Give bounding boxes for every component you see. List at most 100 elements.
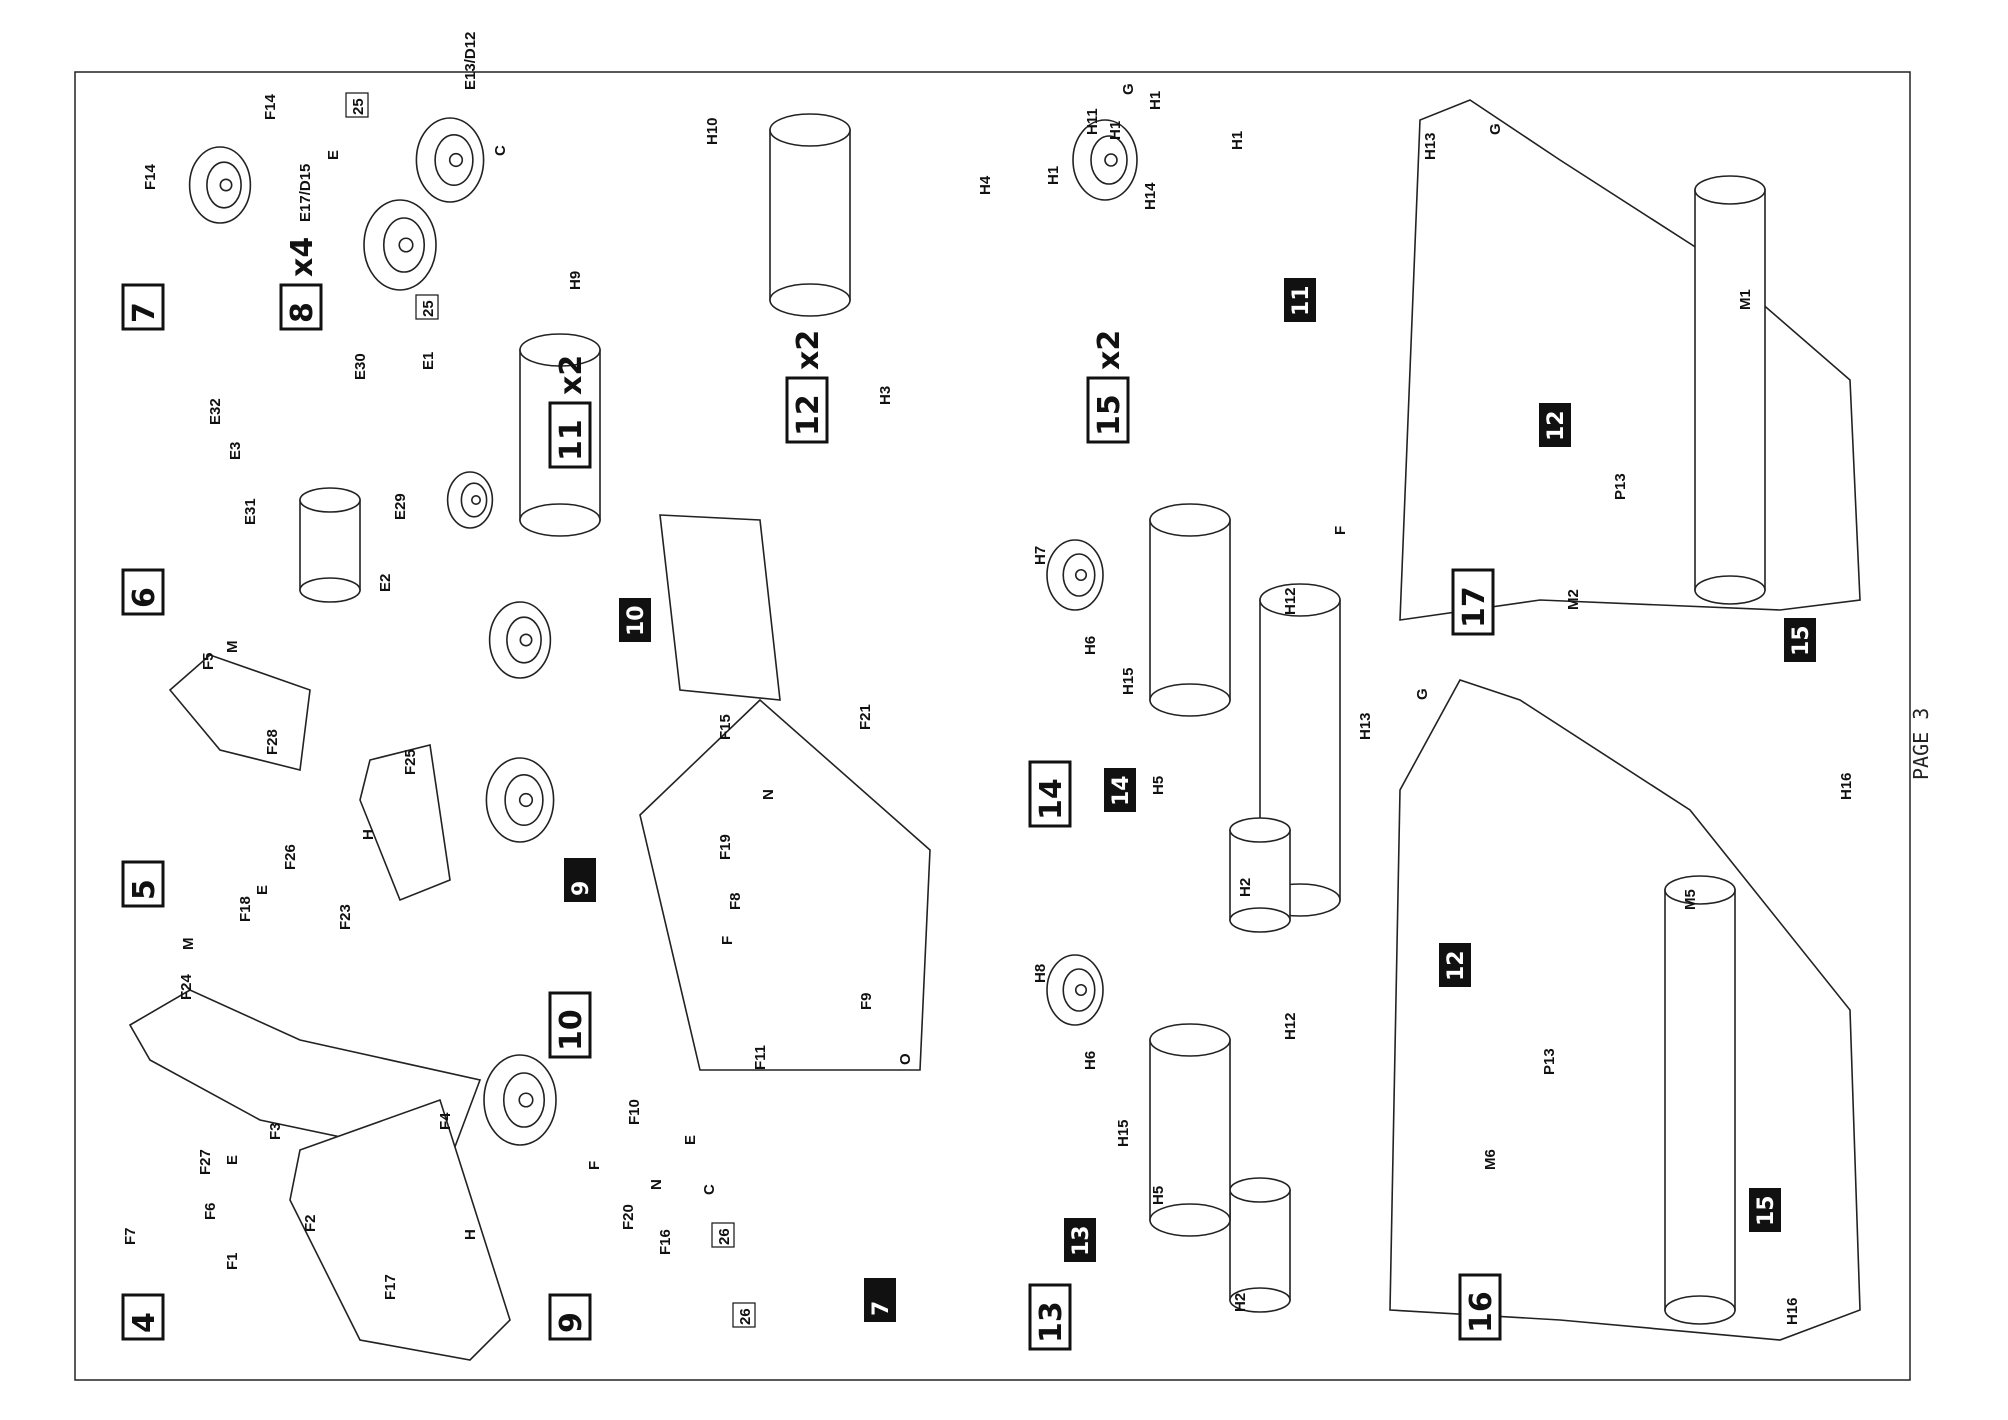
step-number-box — [1086, 376, 1130, 444]
part-label: F28 — [264, 729, 281, 755]
part-label: C — [701, 1184, 718, 1195]
part-label: F7 — [122, 1227, 139, 1245]
subassembly-ref-number: 10 — [624, 605, 649, 636]
part-label: F24 — [178, 973, 195, 1000]
part-label: N — [760, 789, 777, 800]
part-drawing — [1389, 679, 1861, 1341]
part-label: E — [682, 1135, 699, 1145]
part-label: H13 — [1422, 132, 1439, 160]
part-label: F18 — [237, 896, 254, 922]
part-drawing — [1399, 99, 1861, 621]
part-label: G — [1120, 83, 1137, 95]
part-label: M — [224, 641, 241, 654]
part-label: F15 — [717, 714, 734, 740]
step-number: 16 — [1464, 1291, 1499, 1333]
part-label: H9 — [567, 271, 584, 290]
step-number: 8 — [285, 302, 320, 323]
part-label: M5 — [1682, 889, 1699, 910]
part-label: H8 — [1032, 964, 1049, 983]
subassembly-ref: 14 — [1104, 768, 1136, 812]
part-label: H1 — [1229, 131, 1246, 150]
part-drawing — [1664, 875, 1736, 1325]
part-label: F11 — [752, 1045, 769, 1070]
part-label: H16 — [1838, 772, 1855, 800]
subassembly-ref-number: 14 — [1109, 775, 1134, 806]
part-label: E32 — [207, 398, 224, 425]
part-label: F5 — [200, 652, 217, 670]
part-label: C — [492, 145, 509, 156]
step-number-box — [121, 1293, 165, 1341]
step-number: 6 — [127, 587, 162, 608]
decal-number: 26 — [737, 1308, 754, 1325]
subassembly-ref-number: 9 — [569, 881, 594, 896]
part-label: M1 — [1737, 289, 1754, 310]
wheel-drawing — [188, 146, 252, 224]
part-label: F19 — [717, 834, 734, 860]
part-drawing — [1229, 1177, 1291, 1313]
part-label: H2 — [1237, 878, 1254, 897]
step-number-box — [121, 568, 165, 616]
subassembly-ref-number: 11 — [1289, 285, 1314, 316]
part-drawing — [359, 744, 451, 902]
assembly-drawings — [128, 99, 1861, 1361]
wheel-drawing — [415, 117, 485, 203]
subassembly-ref: 7 — [864, 1278, 896, 1322]
decal-ref-box — [345, 92, 369, 118]
part-label: F26 — [282, 844, 299, 870]
wheel-drawing — [488, 601, 552, 679]
decal-ref-box — [415, 294, 439, 320]
subassembly-ref-number: 7 — [869, 1301, 894, 1316]
wheel-drawing — [446, 471, 494, 529]
part-label: E31 — [242, 498, 259, 525]
subassembly-ref: 12 — [1539, 403, 1571, 447]
step-number-box — [1028, 1283, 1072, 1351]
subassembly-ref: 10 — [619, 598, 651, 642]
part-drawing — [289, 1098, 511, 1361]
part-drawing — [168, 654, 311, 771]
step-multiplier: x4 — [285, 237, 320, 277]
part-label: F16 — [657, 1229, 674, 1255]
part-label: F2 — [302, 1214, 319, 1232]
part-drawing — [1694, 175, 1766, 605]
step-number-box — [785, 376, 829, 444]
step-number-box — [1458, 1273, 1502, 1341]
part-label: H14 — [1142, 182, 1159, 210]
part-label: H12 — [1282, 587, 1299, 615]
step-number-box — [121, 283, 165, 331]
part-label: O — [897, 1053, 914, 1065]
part-label: E — [254, 885, 271, 895]
part-label: F21 — [857, 704, 874, 730]
subassembly-ref: 13 — [1064, 1218, 1096, 1262]
part-label: F14 — [262, 93, 279, 120]
step-number: 11 — [554, 419, 589, 461]
step-number-box — [548, 991, 592, 1059]
part-label: F4 — [437, 1112, 454, 1130]
subassembly-ref: 9 — [564, 858, 596, 902]
decal-number: 25 — [350, 98, 367, 115]
step-multiplier: x2 — [791, 330, 826, 370]
part-label: P13 — [1541, 1048, 1558, 1075]
wheel-drawing — [1046, 954, 1104, 1026]
part-label: F23 — [337, 904, 354, 930]
part-label: E — [224, 1155, 241, 1165]
part-label: F3 — [267, 1122, 284, 1140]
part-label: F10 — [626, 1099, 643, 1125]
part-drawing — [1149, 503, 1231, 717]
part-label: F25 — [402, 749, 419, 775]
subassembly-ref-number: 15 — [1754, 1195, 1779, 1226]
subassembly-ref: 15 — [1749, 1188, 1781, 1232]
part-label: M — [180, 938, 197, 951]
part-label: E29 — [392, 493, 409, 520]
part-label: F6 — [202, 1202, 219, 1220]
part-label: H7 — [1032, 546, 1049, 565]
part-label: F14 — [142, 163, 159, 190]
part-label: H15 — [1120, 667, 1137, 695]
